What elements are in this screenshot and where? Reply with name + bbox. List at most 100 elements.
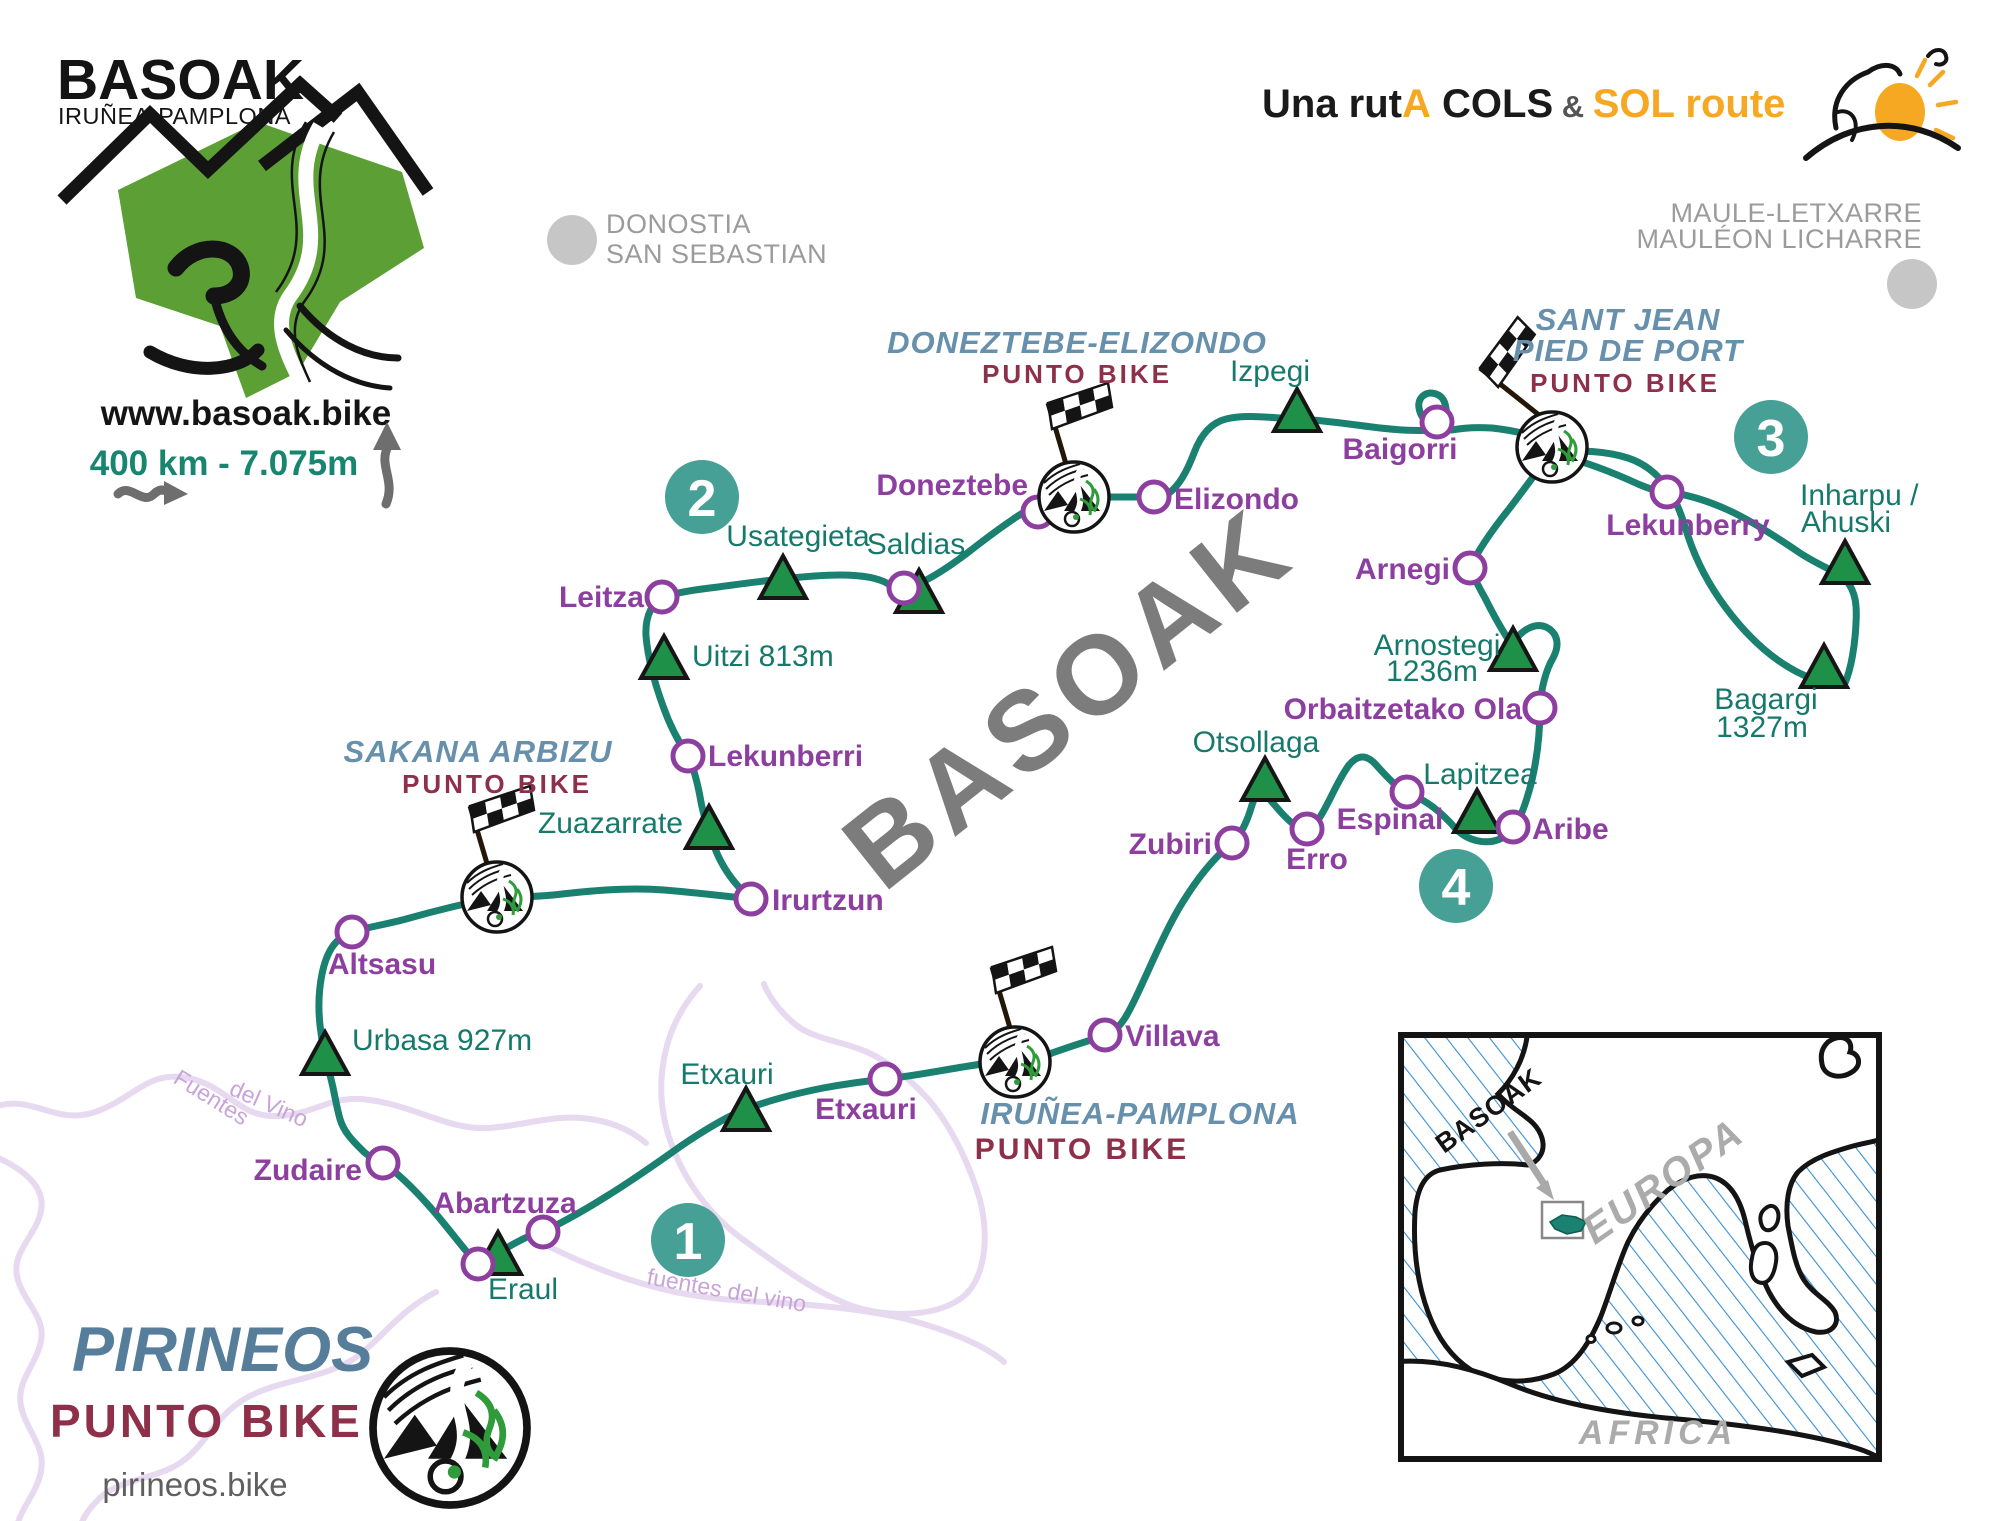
checkpoint-headers: SAKANA ARBIZU PUNTO BIKE DONEZTEBE-ELIZO…: [343, 302, 1745, 1166]
inset-sicily: [1784, 1352, 1828, 1379]
tagline-una-rut: Una rut: [1262, 82, 1402, 126]
elevation-arrow-icon: [373, 422, 401, 509]
inset-region-shape: [1548, 1214, 1588, 1235]
inset-balearic-island: [1605, 1321, 1623, 1335]
secondary-road: [545, 1243, 1007, 1365]
inset-border: [1398, 1032, 1882, 1462]
stage-badge-4: [1419, 849, 1493, 923]
col-label-eraul: Eraul: [488, 1273, 558, 1306]
checkpoint-title-santjean-1: SANT JEAN: [1536, 302, 1721, 337]
secondary-road: [0, 1073, 649, 1146]
brand-block: BASOAK IRUÑEA-PAMPLONA www.basoak.bike 4…: [57, 48, 434, 509]
checkpoint-title-santjean-2: PIED DE PORT: [1513, 333, 1745, 368]
checkpoint-brand-santjean: PUNTO BIKE: [1530, 368, 1720, 398]
footer-brand-name: PUNTO BIKE: [50, 1395, 363, 1447]
city-label-maule-1: MAULE-LETXARRE: [1670, 198, 1922, 228]
col-label-inharpu-1: Inharpu /: [1800, 479, 1919, 512]
offmap-cities: DONOSTIA SAN SEBASTIAN MAULE-LETXARRE MA…: [547, 198, 1937, 309]
town-marker-altsasu: [334, 914, 370, 950]
town-label-orbaitzetako: Orbaitzetako Ola: [1284, 693, 1523, 726]
town-label-etxauri: Etxauri: [815, 1093, 917, 1126]
col-label-lapitzea: Lapitzea: [1423, 758, 1537, 791]
col-label-arnostegi: Arnostegi: [1374, 629, 1501, 662]
checkpoint-brand-sakana: PUNTO BIKE: [402, 769, 592, 799]
col-label-zuazarrate: Zuazarrate: [538, 807, 683, 840]
col-labels: Usategieta Saldias Uitzi 813m Zuazarrate…: [352, 355, 1919, 1306]
inset-sardinia: [1748, 1241, 1779, 1285]
inset-africa-landmass: [1398, 1358, 1882, 1462]
footer-brand: PIRINEOS PUNTO BIKE pirineos.bike: [50, 1315, 527, 1505]
town-label-villava: Villava: [1125, 1020, 1220, 1053]
brand-logo-icon: [57, 75, 434, 398]
checkpoint-brand-doneztebe: PUNTO BIKE: [982, 359, 1172, 389]
footer-website: pirineos.bike: [102, 1466, 287, 1503]
punto-bike-logo-icon: [462, 862, 532, 932]
town-marker-lekunberri: [670, 738, 706, 774]
town-marker-villava: [1087, 1017, 1123, 1053]
town-label-baigorri: Baigorri: [1342, 433, 1457, 466]
town-marker-saldias: [886, 570, 922, 606]
town-marker-erro: [1289, 811, 1325, 847]
town-marker-arnegi: [1452, 550, 1488, 586]
secondary-road: [79, 1289, 439, 1521]
footer-title: PIRINEOS: [72, 1315, 373, 1385]
col-label-arnostegi-alt: 1236m: [1386, 655, 1478, 688]
town-label-aribe: Aribe: [1532, 813, 1609, 846]
punto-bike-logo-icon: [980, 1027, 1050, 1097]
town-label-zudaire: Zudaire: [254, 1154, 362, 1187]
col-label-izpegi: Izpegi: [1230, 355, 1310, 388]
secondary-roads: Fuentes del Vino fuentes del vino: [0, 981, 1007, 1521]
town-marker-eraul: [460, 1246, 496, 1282]
town-markers: [334, 404, 1685, 1282]
city-label-donostia-2: SAN SEBASTIAN: [606, 239, 827, 269]
city-label-maule-2: MAULÉON LICHARRE: [1636, 224, 1922, 254]
town-marker-zudaire: [365, 1145, 401, 1181]
inset-island: [1818, 1035, 1861, 1079]
inset-corsica: [1758, 1203, 1781, 1233]
stage-badge-1: [651, 1203, 725, 1277]
town-label-zubiri: Zubiri: [1129, 828, 1212, 861]
town-marker-baigorri: [1419, 404, 1455, 440]
town-label-doneztebe: Doneztebe: [876, 469, 1028, 502]
secondary-road: [0, 1155, 45, 1521]
town-marker-etxauri: [867, 1061, 903, 1097]
col-label-bagargi: Bagargi: [1714, 683, 1817, 716]
town-labels: Leitza Lekunberri Irurtzun Altsasu Zudai…: [254, 433, 1770, 1220]
tagline-a: A: [1402, 82, 1431, 126]
brand-title: BASOAK: [57, 48, 304, 112]
col-label-urbasa: Urbasa 927m: [352, 1024, 532, 1057]
inset-europe-landmass: [1412, 1032, 1882, 1384]
col-label-uitzi: Uitzi 813m: [692, 640, 834, 673]
col-label-saldias: Saldias: [867, 528, 965, 561]
brand-website: www.basoak.bike: [100, 394, 391, 433]
town-marker-espinal: [1389, 774, 1425, 810]
town-label-lekunberry: Lekunberry: [1606, 509, 1770, 542]
town-label-arnegi: Arnegi: [1355, 553, 1450, 586]
stage-badge-3: [1734, 400, 1808, 474]
stage-number-2: 2: [688, 470, 717, 528]
stage-number-4: 4: [1442, 859, 1471, 917]
stage-badges: 1 2 3 4: [651, 400, 1808, 1277]
checkpoint-title-sakana: SAKANA ARBIZU: [343, 734, 613, 769]
checkpoint-title-pamplona: IRUÑEA-PAMPLONA: [980, 1096, 1299, 1131]
stage-number-3: 3: [1757, 410, 1786, 468]
town-label-irurtzun: Irurtzun: [772, 884, 884, 917]
col-label-otsollaga: Otsollaga: [1193, 726, 1320, 759]
tagline-route: route: [1674, 82, 1785, 126]
checkpoint-brand-pamplona: PUNTO BIKE: [975, 1133, 1189, 1166]
punto-bike-logo-icon-large: [373, 1351, 527, 1505]
distance-arrow-icon: [113, 481, 188, 505]
inset-arrow-head: [1536, 1180, 1554, 1200]
town-marker-lekunberry: [1649, 474, 1685, 510]
col-label-inharpu-2: Ahuski: [1801, 506, 1891, 539]
town-label-erro: Erro: [1286, 843, 1348, 876]
col-label-usategieta: Usategieta: [726, 520, 870, 553]
city-label-donostia-1: DONOSTIA: [606, 209, 751, 239]
cyclist-sun-icon: [1803, 48, 1961, 161]
inset-arrow: [1507, 1130, 1547, 1186]
town-label-leitza: Leitza: [559, 581, 644, 614]
punto-bike-logo-icon: [1517, 412, 1587, 482]
tagline-cols: COLS: [1431, 82, 1553, 126]
town-label-elizondo: Elizondo: [1174, 483, 1299, 516]
